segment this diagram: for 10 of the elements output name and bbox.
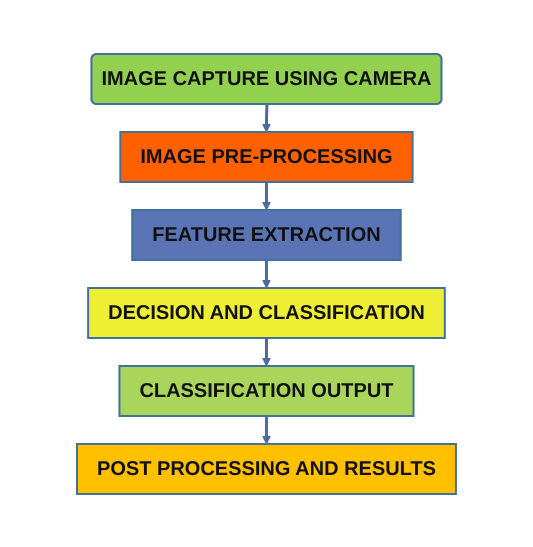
node-box: DECISION AND CLASSIFICATION (87, 286, 446, 338)
node-box: POST PROCESSING AND RESULTS (76, 442, 457, 494)
arrow (262, 260, 271, 288)
arrow (262, 104, 271, 132)
node-box: FEATURE EXTRACTION (131, 208, 402, 260)
node-box: CLASSIFICATION OUTPUT (118, 364, 415, 416)
arrow (262, 182, 271, 210)
node-box: IMAGE PRE-PROCESSING (119, 130, 414, 182)
arrow (262, 338, 271, 366)
arrow (262, 416, 271, 444)
